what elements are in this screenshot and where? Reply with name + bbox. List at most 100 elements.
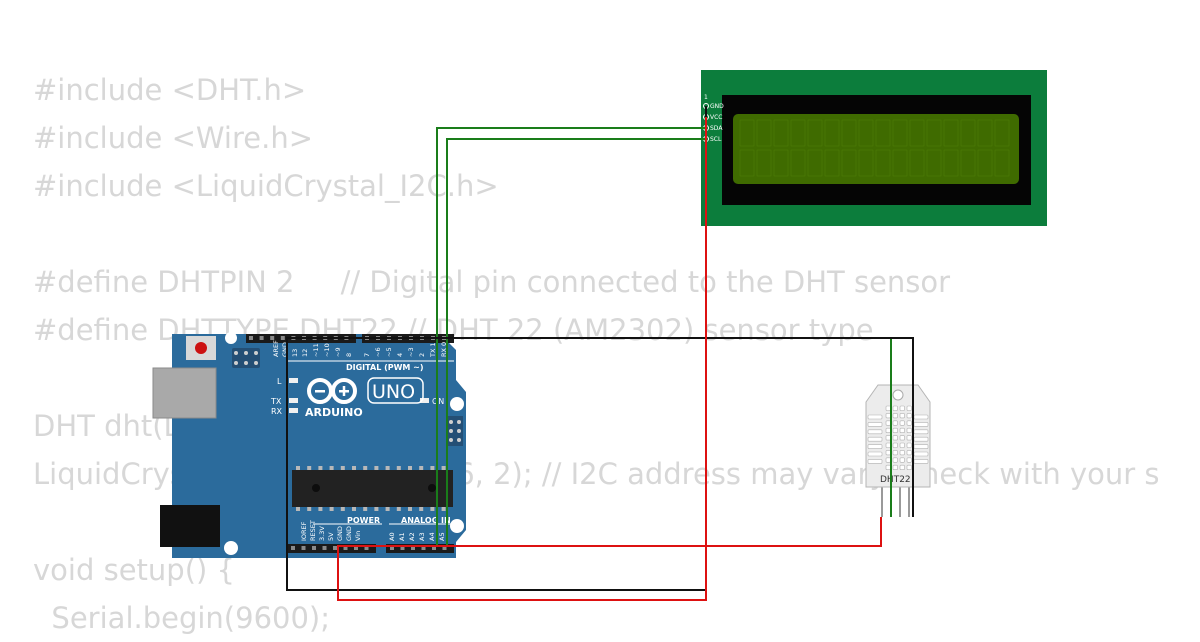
- pin-hole[interactable]: [333, 546, 337, 550]
- pin-hole[interactable]: [301, 546, 306, 550]
- pin-hole[interactable]: [400, 546, 405, 550]
- digital-pin-label: 2: [418, 353, 426, 357]
- lcd-pin-number: 1: [704, 94, 708, 101]
- analog-header: [386, 544, 454, 553]
- icsp-header-right: [447, 416, 463, 446]
- code-line: #include <DHT.h>: [33, 73, 307, 107]
- mount-hole: [450, 519, 464, 533]
- pin-hole[interactable]: [390, 546, 394, 550]
- power-pin-label: Vin: [354, 531, 362, 541]
- uno-badge: [367, 377, 424, 404]
- lcd-char-cell: [994, 149, 1010, 177]
- wire-data[interactable]: [427, 337, 892, 517]
- power-pin-label: RESET: [309, 520, 317, 541]
- lcd-char-cell: [977, 119, 993, 147]
- lcd-char-cell: [790, 119, 806, 147]
- digital-pin-label: ~10: [323, 343, 331, 357]
- led-tx-label: TX: [270, 397, 282, 406]
- uno-model-label: UNO: [372, 381, 415, 403]
- lcd-char-cell: [739, 149, 755, 177]
- analog-pin-label: A1: [398, 532, 406, 541]
- analog-pin-label: A0: [388, 532, 396, 541]
- dht22-grille: [867, 405, 929, 471]
- lcd-char-cell: [909, 149, 925, 177]
- pin-hole[interactable]: [322, 546, 327, 550]
- dht22-label: DHT22: [880, 475, 911, 485]
- digital-pin-label: 12: [301, 349, 309, 357]
- pin-hole[interactable]: [411, 546, 415, 550]
- led-rx: [289, 408, 298, 413]
- digital-pin-label: ~11: [312, 343, 320, 357]
- lcd-char-cell: [875, 119, 891, 147]
- pin-hole[interactable]: [442, 546, 447, 550]
- power-pin-label: 3.3V: [318, 526, 326, 541]
- led-l-label: L: [277, 377, 282, 386]
- pin-hole[interactable]: [280, 336, 285, 340]
- lcd-char-cell: [790, 149, 806, 177]
- arduino-brand-label: ARDUINO: [305, 406, 363, 419]
- led-rx-label: RX: [271, 407, 283, 416]
- pin-hole[interactable]: [259, 336, 264, 340]
- lcd-char-cell: [943, 149, 959, 177]
- power-header: [288, 544, 376, 553]
- led-tx: [289, 398, 298, 403]
- mount-hole: [450, 397, 464, 411]
- pin-hole[interactable]: [421, 546, 426, 550]
- lcd-char-cell: [892, 149, 908, 177]
- wire-scl[interactable]: [446, 138, 706, 546]
- power-jack: [160, 505, 220, 547]
- power-pin-label: IOREF: [300, 521, 308, 541]
- digital-pin-label: GND: [281, 342, 289, 357]
- lcd-char-cell: [841, 119, 857, 147]
- pin-hole[interactable]: [343, 546, 348, 550]
- digital-pin-label: ~3: [407, 347, 415, 357]
- wires: [286, 106, 914, 601]
- led-on: [420, 398, 429, 403]
- dht22-sensor[interactable]: DHT22: [865, 384, 931, 517]
- lcd-display[interactable]: 1 GND VCC SDA SCL: [701, 70, 1047, 226]
- led-l: [289, 378, 298, 383]
- pin-hole[interactable]: [354, 546, 358, 550]
- dht22-mount-hole: [892, 389, 904, 401]
- pin-hole[interactable]: [312, 546, 316, 550]
- lcd-char-cell: [773, 149, 789, 177]
- usb-port: [152, 367, 217, 419]
- pin-hole[interactable]: [364, 546, 369, 550]
- lcd-char-cell: [926, 119, 942, 147]
- digital-header-label: DIGITAL (PWM ~): [346, 363, 424, 372]
- power-header-label: POWER: [347, 516, 380, 525]
- lcd-char-cell: [739, 119, 755, 147]
- digital-pin-label: AREF: [272, 340, 280, 357]
- lcd-pin-scl-label: SCL: [710, 136, 722, 143]
- bottom-pin-holes: [291, 546, 447, 550]
- lcd-pin-gnd-label: GND: [710, 103, 724, 110]
- pin-hole[interactable]: [432, 546, 436, 550]
- power-pin-label: 5V: [327, 532, 335, 541]
- icsp-header-top: [232, 348, 260, 368]
- code-line: Serial.begin(9600);: [33, 601, 331, 635]
- digital-pin-label: 13: [291, 349, 299, 357]
- pin-hole[interactable]: [270, 336, 275, 340]
- code-line: #include <Wire.h>: [33, 121, 314, 155]
- wire-sda[interactable]: [436, 127, 706, 546]
- pin-hole[interactable]: [249, 336, 253, 340]
- lcd-char-cell: [994, 119, 1010, 147]
- reset-button-cap: [195, 342, 207, 354]
- analog-pin-label: A5: [438, 532, 446, 541]
- led-on-label: ON: [432, 397, 444, 406]
- wire-vcc[interactable]: [337, 117, 882, 601]
- lcd-char-cell: [892, 119, 908, 147]
- lcd-screen: [733, 114, 1019, 184]
- mount-hole: [225, 332, 237, 344]
- pin-hole[interactable]: [291, 546, 295, 550]
- microcontroller-chip: [292, 466, 453, 511]
- lcd-char-cell: [909, 119, 925, 147]
- lcd-char-cell: [960, 119, 976, 147]
- analog-pin-label: A3: [418, 532, 426, 541]
- lcd-char-cell: [977, 149, 993, 177]
- power-pin-label: GND: [336, 526, 344, 541]
